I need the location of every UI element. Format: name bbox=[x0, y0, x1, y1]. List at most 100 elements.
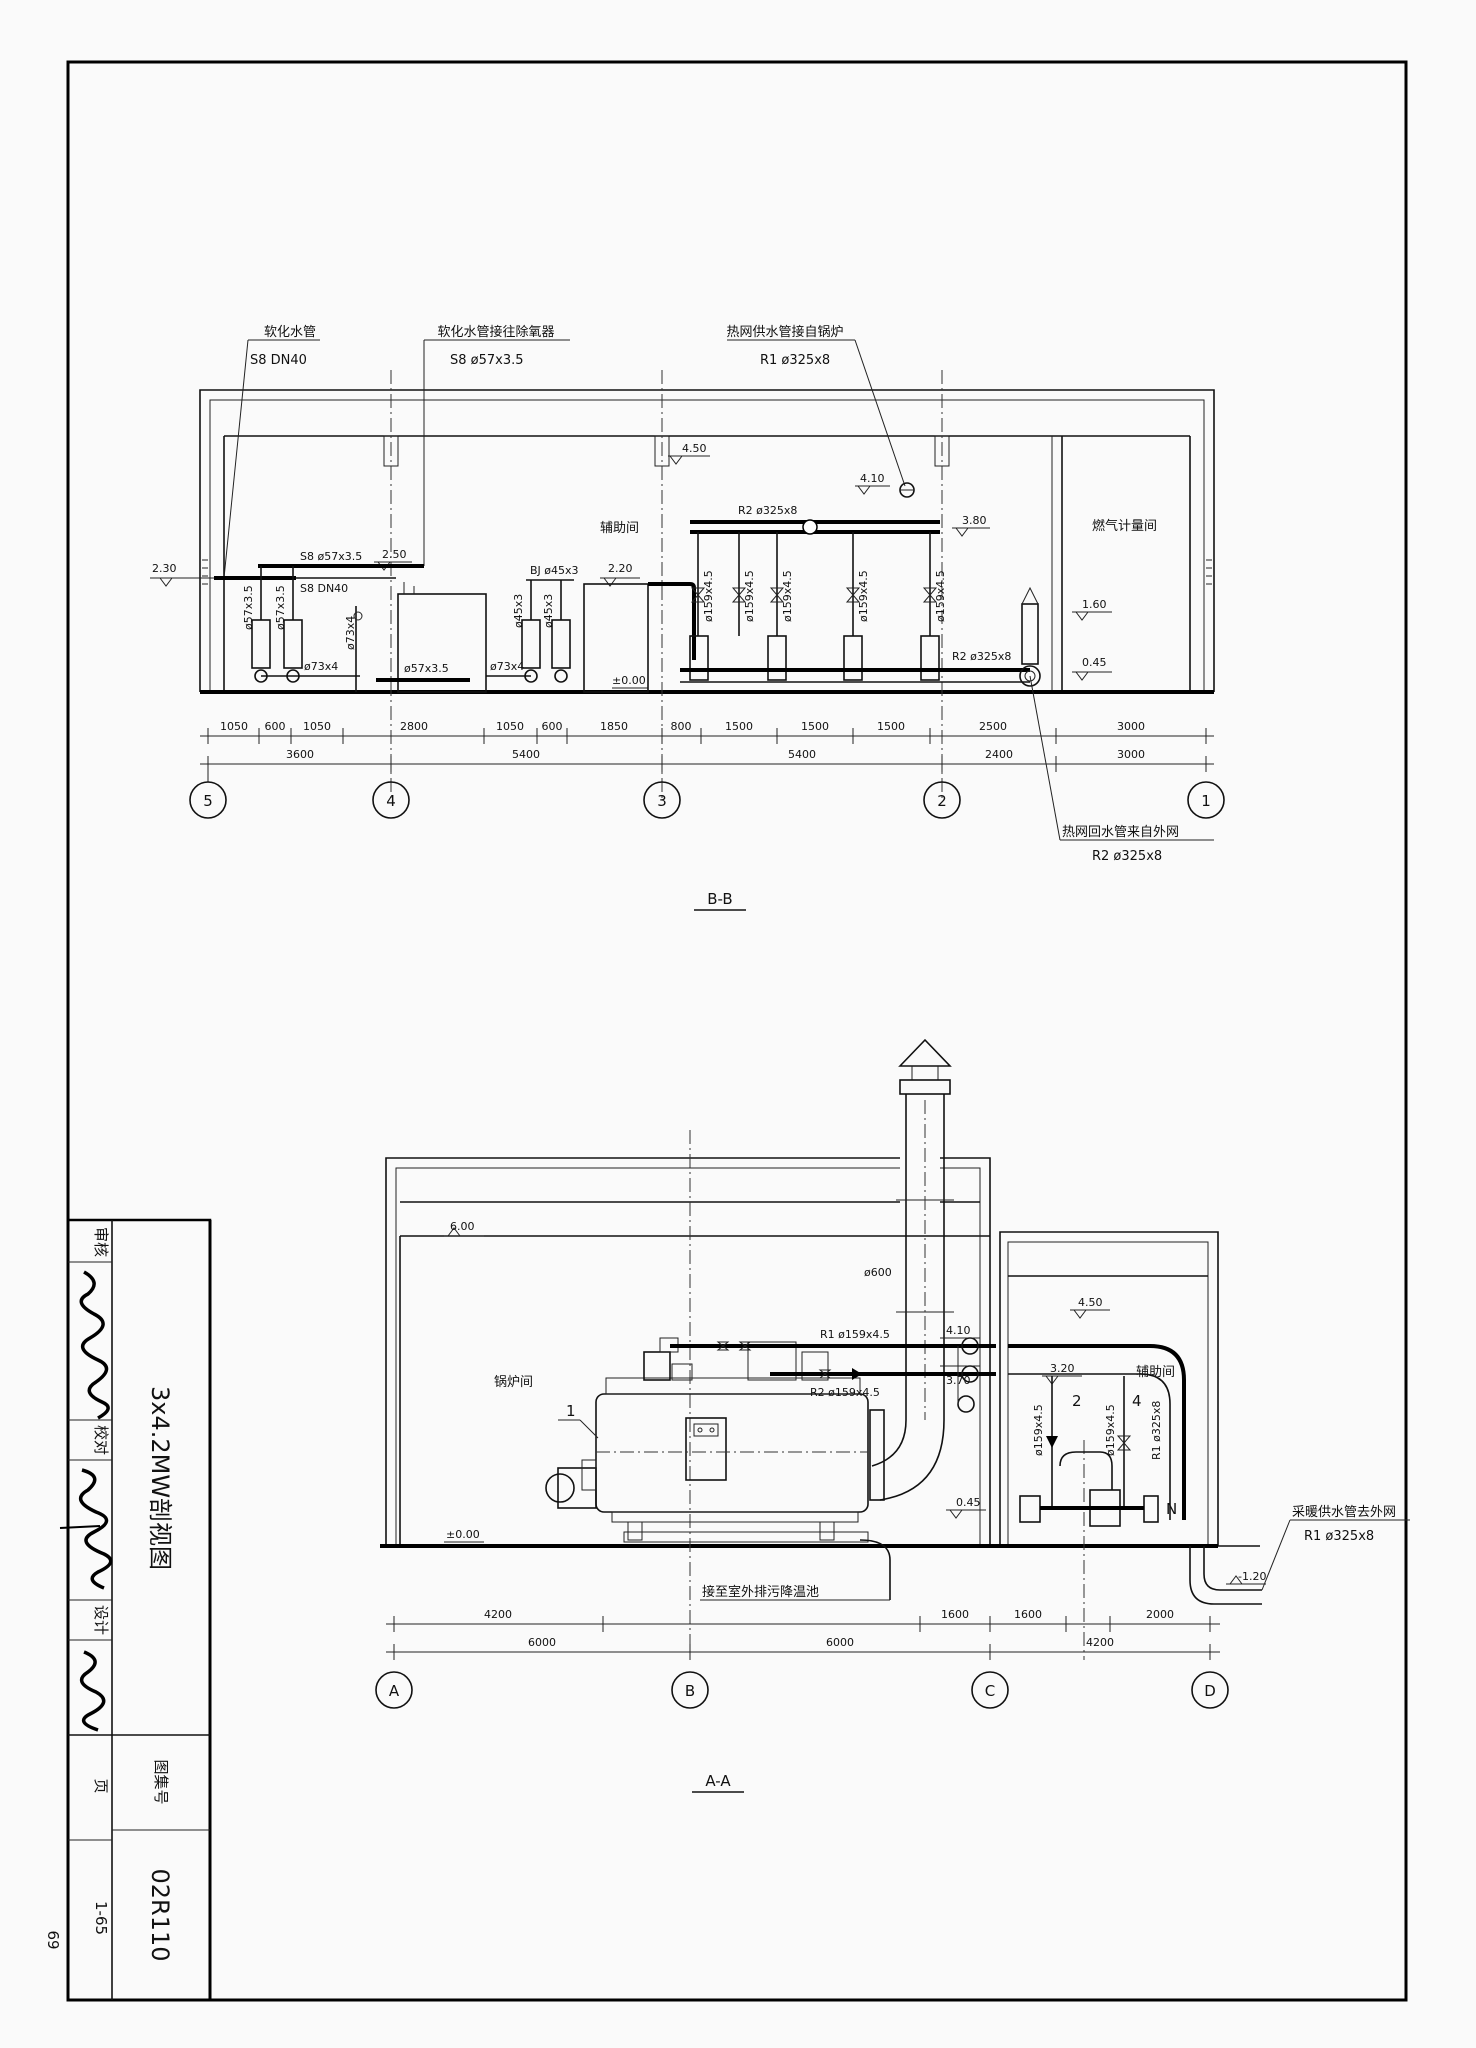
bb-elev-1-60: 1.60 bbox=[1082, 598, 1107, 611]
bb-axis-4: 4 bbox=[386, 792, 396, 810]
bb-axis-3: 3 bbox=[657, 792, 667, 810]
callout-deaerator-title: 软化水管接往除氧器 bbox=[437, 324, 554, 340]
aa-mark-2: 2 bbox=[1072, 1392, 1082, 1410]
aa-boiler-control-panel bbox=[685, 1417, 727, 1481]
bb-dim-3000-a: 3000 bbox=[1117, 720, 1145, 733]
bb-label-phi159-1: ø159x4.5 bbox=[702, 570, 715, 622]
bb-dim-1050-a: 1050 bbox=[220, 720, 248, 733]
bb-label-phi159-4: ø159x4.5 bbox=[857, 570, 870, 622]
callout-soft-water-spec: S8 DN40 bbox=[250, 353, 307, 368]
section-aa: ø600 1 bbox=[375, 1038, 1410, 1793]
aa-main-pipes: R1 ø159x4.5 R2 ø159x4.5 bbox=[670, 1328, 996, 1413]
aa-boiler: 1 bbox=[545, 1337, 891, 1601]
aa-room-aux: 辅助间 bbox=[1136, 1365, 1175, 1380]
aa-section-caption: A-A bbox=[705, 1772, 731, 1790]
bb-label-s8-57: S8 ø57x3.5 bbox=[300, 550, 362, 563]
bb-label-phi73-v: ø73x4 bbox=[344, 616, 357, 650]
aa-boiler-shell bbox=[595, 1393, 869, 1513]
bb-label-phi45-v2: ø45x3 bbox=[542, 594, 555, 628]
aa-label-v2: ø159x4.5 bbox=[1104, 1404, 1117, 1456]
page-label: 页 bbox=[92, 1778, 110, 1793]
callout-to-deaerator: 软化水管接往除氧器 S8 ø57x3.5 bbox=[423, 324, 570, 566]
review-label: 审核 bbox=[92, 1227, 110, 1257]
bb-dim-2400: 2400 bbox=[985, 748, 1013, 761]
drawing-title: 3x4.2MW剖视图 bbox=[146, 1386, 174, 1570]
bb-elev-4-10: 4.10 bbox=[860, 472, 885, 485]
bb-soft-water-pipework: S8 ø57x3.5 S8 DN40 ø57x3.5 ø57x3.5 ø73x4… bbox=[214, 550, 487, 693]
signature-review bbox=[79, 1270, 110, 1420]
bb-elev-2-20: 2.20 bbox=[608, 562, 633, 575]
bb-axis-2: 2 bbox=[937, 792, 947, 810]
aa-label-r1: R1 ø159x4.5 bbox=[820, 1328, 890, 1341]
bb-label-phi57-v2: ø57x3.5 bbox=[274, 585, 287, 630]
check-label: 校对 bbox=[92, 1425, 110, 1455]
aa-axis-d: D bbox=[1204, 1682, 1216, 1700]
aa-elev-0-45: 0.45 bbox=[956, 1496, 981, 1509]
aa-chimney: ø600 bbox=[864, 1038, 954, 1501]
aa-mark-4: 4 bbox=[1132, 1392, 1142, 1410]
callout-supply-to-network: 采暖供水管去外网 R1 ø325x8 bbox=[1290, 1505, 1410, 1544]
aa-label-chimney: ø600 bbox=[864, 1266, 892, 1279]
bb-label-phi159-2: ø159x4.5 bbox=[743, 570, 756, 622]
bb-label-phi73-a: ø73x4 bbox=[304, 660, 338, 673]
aa-dimension-chain-bottom: 6000 6000 4200 bbox=[386, 1636, 1220, 1660]
aa-dim-1600-b: 1600 bbox=[1014, 1608, 1042, 1621]
bb-dim-800: 800 bbox=[671, 720, 692, 733]
callout-to-outdoor-pool: 接至室外排污降温池 bbox=[702, 1584, 819, 1600]
bb-room-gas-meter: 燃气计量间 bbox=[1092, 518, 1157, 534]
bb-elev-4-50: 4.50 bbox=[682, 442, 707, 455]
aa-dim-1600-a: 1600 bbox=[941, 1608, 969, 1621]
bb-label-s8-dn40: S8 DN40 bbox=[300, 582, 348, 595]
bb-dim-2800: 2800 bbox=[400, 720, 428, 733]
callout-return-spec: R2 ø325x8 bbox=[1092, 849, 1162, 864]
bb-bj-pipework: BJ ø45x3 ø45x3 ø45x3 ø73x4 bbox=[486, 564, 696, 693]
bb-elev-0-00: ±0.00 bbox=[612, 674, 646, 687]
bb-dimension-chain-bottom: 3600 5400 5400 2400 3000 bbox=[200, 748, 1214, 772]
sheet-border bbox=[66, 60, 1408, 2002]
signature-design bbox=[79, 1650, 106, 1732]
bb-dimension-chain-top: 1050 600 1050 2800 1050 600 1850 800 150… bbox=[200, 720, 1214, 744]
bb-elev-3-80: 3.80 bbox=[962, 514, 987, 527]
aa-elev-4-50: 4.50 bbox=[1078, 1296, 1103, 1309]
callout-supply-title: 热网供水管接自锅炉 bbox=[726, 324, 843, 340]
aa-label-v1: ø159x4.5 bbox=[1032, 1404, 1045, 1456]
bb-label-phi73-b: ø73x4 bbox=[490, 660, 524, 673]
bb-dim-600-a: 600 bbox=[265, 720, 286, 733]
callout-return-from-network: 热网回水管来自外网 R2 ø325x8 bbox=[1060, 825, 1214, 864]
aa-axis-c: C bbox=[985, 1682, 995, 1700]
bb-dim-600-b: 600 bbox=[542, 720, 563, 733]
bb-label-r2-lower: R2 ø325x8 bbox=[952, 650, 1011, 663]
aa-elev-0-00: ±0.00 bbox=[446, 1528, 480, 1541]
bb-elev-2-50: 2.50 bbox=[382, 548, 407, 561]
aa-axis-a: A bbox=[389, 1682, 400, 1700]
bb-circulation-pumps: R2 ø325x8 ø159x4.5 ø159x4.5 ø159x4.5 ø15… bbox=[680, 504, 1061, 841]
bb-dim-1500-a: 1500 bbox=[725, 720, 753, 733]
bb-room-aux: 辅助间 bbox=[600, 521, 639, 536]
aa-valve-n: N bbox=[1166, 1500, 1177, 1518]
callout-supply-network-spec: R1 ø325x8 bbox=[1304, 1529, 1374, 1544]
bb-cabinet bbox=[583, 583, 649, 693]
bb-elev-0-45: 0.45 bbox=[1082, 656, 1107, 669]
callout-return-title: 热网回水管来自外网 bbox=[1062, 825, 1179, 840]
signature-check bbox=[78, 1468, 113, 1590]
bb-dim-1500-c: 1500 bbox=[877, 720, 905, 733]
bb-dim-3000-b: 3000 bbox=[1117, 748, 1145, 761]
bb-axis-1: 1 bbox=[1201, 792, 1211, 810]
bb-dim-1050-b: 1050 bbox=[303, 720, 331, 733]
aa-mark-1: 1 bbox=[566, 1402, 576, 1420]
aa-dimension-chain-top: 4200 1600 1600 2000 bbox=[386, 1608, 1220, 1632]
atlas-label: 图集号 bbox=[152, 1759, 170, 1804]
bb-elevation-marks: 2.30 2.50 2.20 4.50 4.10 3.80 1.60 0.45 bbox=[150, 442, 1112, 689]
sheet-page-number: 69 bbox=[44, 1930, 62, 1949]
atlas-number: 02R110 bbox=[146, 1868, 174, 1961]
bb-dim-1050-c: 1050 bbox=[496, 720, 524, 733]
aa-axis-bubbles: A B C D bbox=[375, 1671, 1229, 1709]
aa-elev-minus-1-20: -1.20 bbox=[1238, 1570, 1266, 1583]
aa-dim-4200-a: 4200 bbox=[484, 1608, 512, 1621]
aa-dim-2000: 2000 bbox=[1146, 1608, 1174, 1621]
aa-elev-3-70: 3.70 bbox=[946, 1374, 971, 1387]
bb-section-caption: B-B bbox=[707, 890, 732, 908]
bb-dim-2500: 2500 bbox=[979, 720, 1007, 733]
aa-dim-4200-b: 4200 bbox=[1086, 1636, 1114, 1649]
callout-supply-network-title: 采暖供水管去外网 bbox=[1292, 1505, 1396, 1520]
